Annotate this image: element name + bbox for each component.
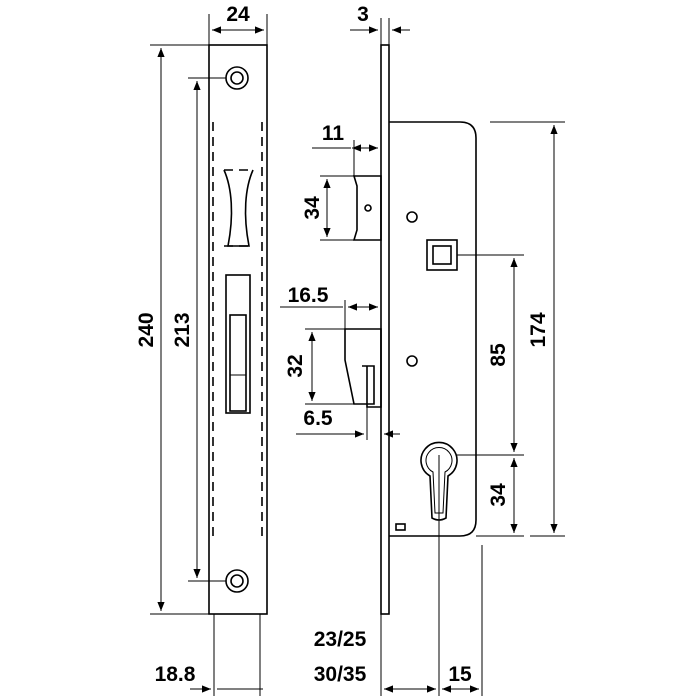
dim-deadbolt-hook: 6.5 [296, 407, 400, 440]
dim-label-34-bottom: 34 [487, 483, 510, 507]
dim-label-32: 32 [284, 354, 307, 377]
deadbolt-slot [225, 274, 251, 414]
faceplate-outline [208, 44, 268, 615]
follower-inner-icon [432, 245, 452, 265]
follower-square-icon [426, 239, 458, 271]
dim-case-height: 174 [490, 121, 565, 537]
dim-label-24: 24 [226, 3, 250, 26]
latch-hole-icon [364, 204, 372, 212]
screw-hole-icon [406, 211, 418, 223]
dim-latch-projection: 11 [312, 122, 378, 176]
bottom-screw-hole-icon [225, 569, 249, 593]
dim-label-85: 85 [487, 343, 510, 367]
dim-deadbolt-projection: 16.5 [280, 284, 378, 329]
dim-label-backset-2: 30/35 [314, 663, 367, 686]
dim-label-174: 174 [527, 312, 550, 347]
latch-front-outline [223, 169, 254, 247]
dim-label-15: 15 [448, 663, 472, 686]
dim-label-11: 11 [322, 122, 345, 145]
dim-label-6-5: 6.5 [303, 407, 333, 430]
dim-latch-height: 34 [301, 175, 354, 241]
cylinder-inner-icon [425, 446, 453, 514]
dim-label-16-5: 16.5 [288, 284, 329, 307]
screw-hole-icon [406, 355, 418, 367]
dim-faceplate-thickness: 3 [350, 3, 410, 45]
deadbolt-hook [344, 328, 382, 408]
dim-label-213: 213 [171, 312, 194, 347]
dim-cylinder-to-bottom: 34 [476, 458, 524, 537]
dim-label-18-8: 18.8 [155, 663, 196, 686]
dim-label-34-latch: 34 [301, 196, 324, 220]
dim-backset: 23/25 30/35 [314, 455, 440, 696]
faceplate-front-view [208, 44, 268, 615]
dim-label-240: 240 [135, 312, 158, 347]
dim-overall-height: 240 [135, 44, 209, 615]
deadbolt-front [229, 314, 247, 412]
dim-faceplate-width: 24 [208, 3, 268, 45]
dim-follower-to-cylinder: 85 [457, 254, 524, 456]
lock-case [389, 121, 477, 537]
cylinder-hole-icon [420, 441, 458, 521]
slot-icon [395, 523, 406, 531]
dim-faceplate-offset: 18.8 [155, 614, 263, 696]
dim-label-backset-1: 23/25 [314, 628, 367, 651]
top-screw-hole-icon [225, 66, 249, 90]
faceplate-side [380, 44, 390, 615]
lock-side-view [344, 44, 477, 615]
latch-bolt [352, 175, 382, 241]
dim-label-3: 3 [357, 3, 369, 26]
dim-cylinder-offset: 15 [442, 545, 483, 696]
dim-deadbolt-height: 32 [284, 328, 354, 405]
dim-screw-spacing: 213 [171, 77, 226, 582]
